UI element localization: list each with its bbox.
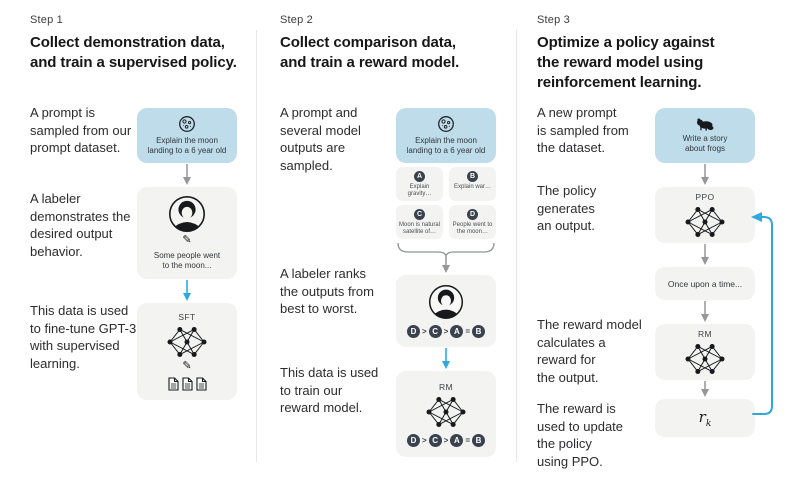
- arrow-down-icon: [183, 164, 191, 185]
- arrow-down-icon: [701, 301, 709, 322]
- prompt-box: Write a story about frogs: [655, 108, 755, 163]
- network-icon: [685, 206, 725, 237]
- rank-chip: A: [450, 325, 464, 338]
- rank-chip: D: [406, 433, 420, 447]
- rank-operator: =: [465, 327, 470, 336]
- prompt-box-text: Write a story about frogs: [682, 134, 728, 153]
- rank-chip: B: [472, 433, 485, 447]
- step2-label: Step 2: [280, 14, 314, 26]
- prompt-box: Explain the moon landing to a 6 year old: [396, 108, 496, 163]
- rank-chip: D: [406, 325, 420, 338]
- output-chip-b: B Explain war…: [449, 167, 496, 201]
- step1-caption-labeler: A labeler demonstrates the desired outpu…: [30, 191, 131, 259]
- pencil-icon: ✎: [182, 360, 192, 372]
- reward-box: rk: [655, 399, 755, 437]
- step1-heading: Collect demonstration data, and train a …: [30, 34, 237, 71]
- policy-output-text: Once upon a time...: [667, 278, 743, 289]
- output-chip-c: C Moon is natural satellite of…: [396, 205, 443, 239]
- arrow-down-blue-icon: [442, 348, 450, 369]
- brace-arrow-icon: [397, 242, 495, 273]
- chip-text: Moon is natural satellite of…: [398, 222, 441, 235]
- chip-text: Explain war…: [453, 184, 491, 190]
- reward-value: rk: [698, 407, 712, 429]
- ranking-row: D > C > A = B: [406, 433, 485, 447]
- rank-operator: >: [443, 327, 449, 336]
- model-outputs: A Explain gravity… B Explain war… C Moon…: [396, 167, 496, 239]
- step3-heading: Optimize a policy against the reward mod…: [537, 34, 715, 91]
- feedback-loop-arrow-icon: [751, 212, 773, 415]
- column-divider: [256, 30, 257, 462]
- rank-operator: >: [421, 327, 427, 336]
- moon-icon: [179, 116, 195, 132]
- output-chip-d: D People went to the moon…: [449, 205, 496, 239]
- prompt-box: Explain the moon landing to a 6 year old: [137, 108, 237, 163]
- chip-text: People went to the moon…: [452, 222, 493, 235]
- column-divider: [516, 30, 517, 462]
- labeler-avatar-icon: [168, 195, 206, 233]
- step3-flow: Write a story about frogs PPO: [655, 108, 755, 437]
- step3-caption-update: The reward is used to update the policy …: [537, 401, 624, 469]
- document-icon: [181, 377, 193, 391]
- pencil-icon: ✎: [182, 234, 192, 246]
- rm-label: RM: [697, 328, 713, 339]
- rank-operator: >: [443, 435, 449, 445]
- labeler-box: ✎ Some people went to the moon...: [137, 187, 237, 279]
- sft-label: SFT: [178, 312, 196, 322]
- step2-caption-prompt: A prompt and several model outputs are s…: [280, 105, 361, 173]
- chip-text: Explain gravity…: [407, 184, 432, 197]
- prompt-box-text: Explain the moon landing to a 6 year old: [406, 136, 486, 155]
- rank-chip: C: [428, 433, 442, 447]
- step1-caption-prompt: A prompt is sampled from our prompt data…: [30, 105, 132, 155]
- moon-icon: [438, 116, 454, 132]
- rank-operator: =: [465, 435, 470, 445]
- sft-model-box: SFT ✎: [137, 303, 237, 400]
- frog-icon: [697, 118, 714, 131]
- rank-operator: >: [421, 435, 427, 445]
- ppo-model-box: PPO: [655, 187, 755, 243]
- chip-letter: C: [414, 209, 425, 220]
- rank-chip: C: [428, 325, 442, 338]
- rm-model-box: RM D: [396, 371, 496, 457]
- rank-chip: B: [472, 325, 485, 338]
- network-icon: [685, 343, 725, 374]
- arrow-down-icon: [701, 381, 709, 397]
- documents-icon: [167, 377, 207, 391]
- chip-letter: A: [414, 171, 425, 182]
- chip-letter: B: [467, 171, 478, 182]
- arrow-down-blue-icon: [183, 280, 191, 301]
- step2-caption-ranks: A labeler ranks the outputs from best to…: [280, 266, 374, 316]
- arrow-down-icon: [701, 244, 709, 265]
- rm-model-box: RM: [655, 324, 755, 380]
- step1-flow: Explain the moon landing to a 6 year old: [137, 108, 237, 400]
- step3-caption-reward: The reward model calculates a reward for…: [537, 317, 642, 385]
- step2-caption-train: This data is used to train our reward mo…: [280, 365, 379, 415]
- step2-heading: Collect comparison data, and train a rew…: [280, 34, 460, 71]
- labeler-ranking-box: D > C > A = B: [396, 275, 496, 347]
- labeler-output-text: Some people went to the moon...: [153, 251, 221, 270]
- rank-chip: A: [450, 433, 464, 447]
- step3-caption-policy: The policy generates an output.: [537, 183, 597, 233]
- network-icon: [426, 396, 466, 427]
- document-icon: [195, 377, 207, 391]
- rm-label: RM: [438, 381, 454, 392]
- step2-flow: Explain the moon landing to a 6 year old…: [396, 108, 496, 457]
- chip-letter: D: [467, 209, 478, 220]
- prompt-box-text: Explain the moon landing to a 6 year old: [147, 136, 227, 155]
- policy-output-box: Once upon a time...: [655, 267, 755, 300]
- step1-caption-finetune: This data is used to fine-tune GPT-3 wit…: [30, 303, 137, 371]
- step3-caption-prompt: A new prompt is sampled from the dataset…: [537, 105, 629, 155]
- document-icon: [167, 377, 179, 391]
- step1-label: Step 1: [30, 14, 64, 26]
- network-icon: [167, 326, 207, 358]
- arrow-down-icon: [701, 164, 709, 185]
- labeler-avatar-icon: [428, 284, 464, 320]
- output-chip-a: A Explain gravity…: [396, 167, 443, 201]
- step3-label: Step 3: [537, 14, 571, 26]
- ranking-row: D > C > A = B: [406, 325, 485, 338]
- ppo-label: PPO: [695, 191, 715, 202]
